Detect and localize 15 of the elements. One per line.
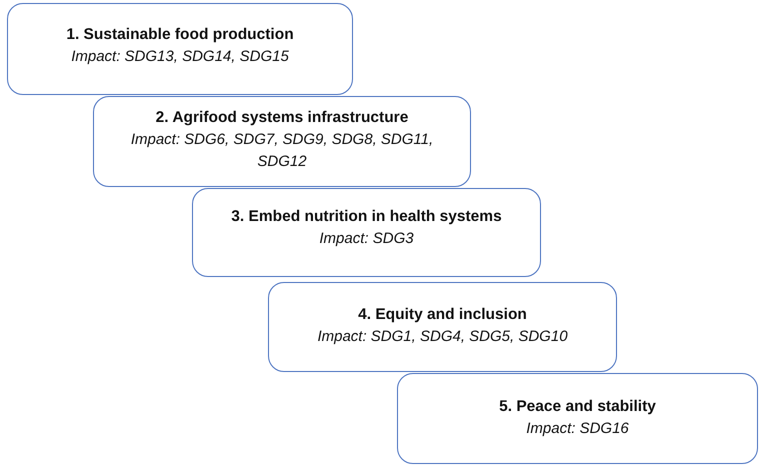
step-title: 3. Embed nutrition in health systems: [231, 206, 502, 226]
impact-text: Impact: SDG13, SDG14, SDG15: [71, 47, 289, 67]
step-title: 1. Sustainable food production: [66, 25, 294, 45]
step-title: 2. Agrifood systems infrastructure: [156, 108, 408, 128]
impact-text: Impact: SDG6, SDG7, SDG9, SDG8, SDG11, SDG12: [130, 130, 434, 172]
step-title: 4. Equity and inclusion: [358, 305, 527, 325]
step-title: 5. Peace and stability: [499, 396, 656, 416]
step-box: [397, 373, 758, 464]
step-box: [93, 96, 471, 187]
impact-text: Impact: SDG1, SDG4, SDG5, SDG10: [317, 327, 568, 347]
impact-text: Impact: SDG3: [319, 228, 414, 248]
step-box: [7, 3, 353, 95]
step-box: [192, 188, 541, 277]
step-box: [268, 282, 617, 372]
impact-text: Impact: SDG16: [526, 418, 629, 438]
